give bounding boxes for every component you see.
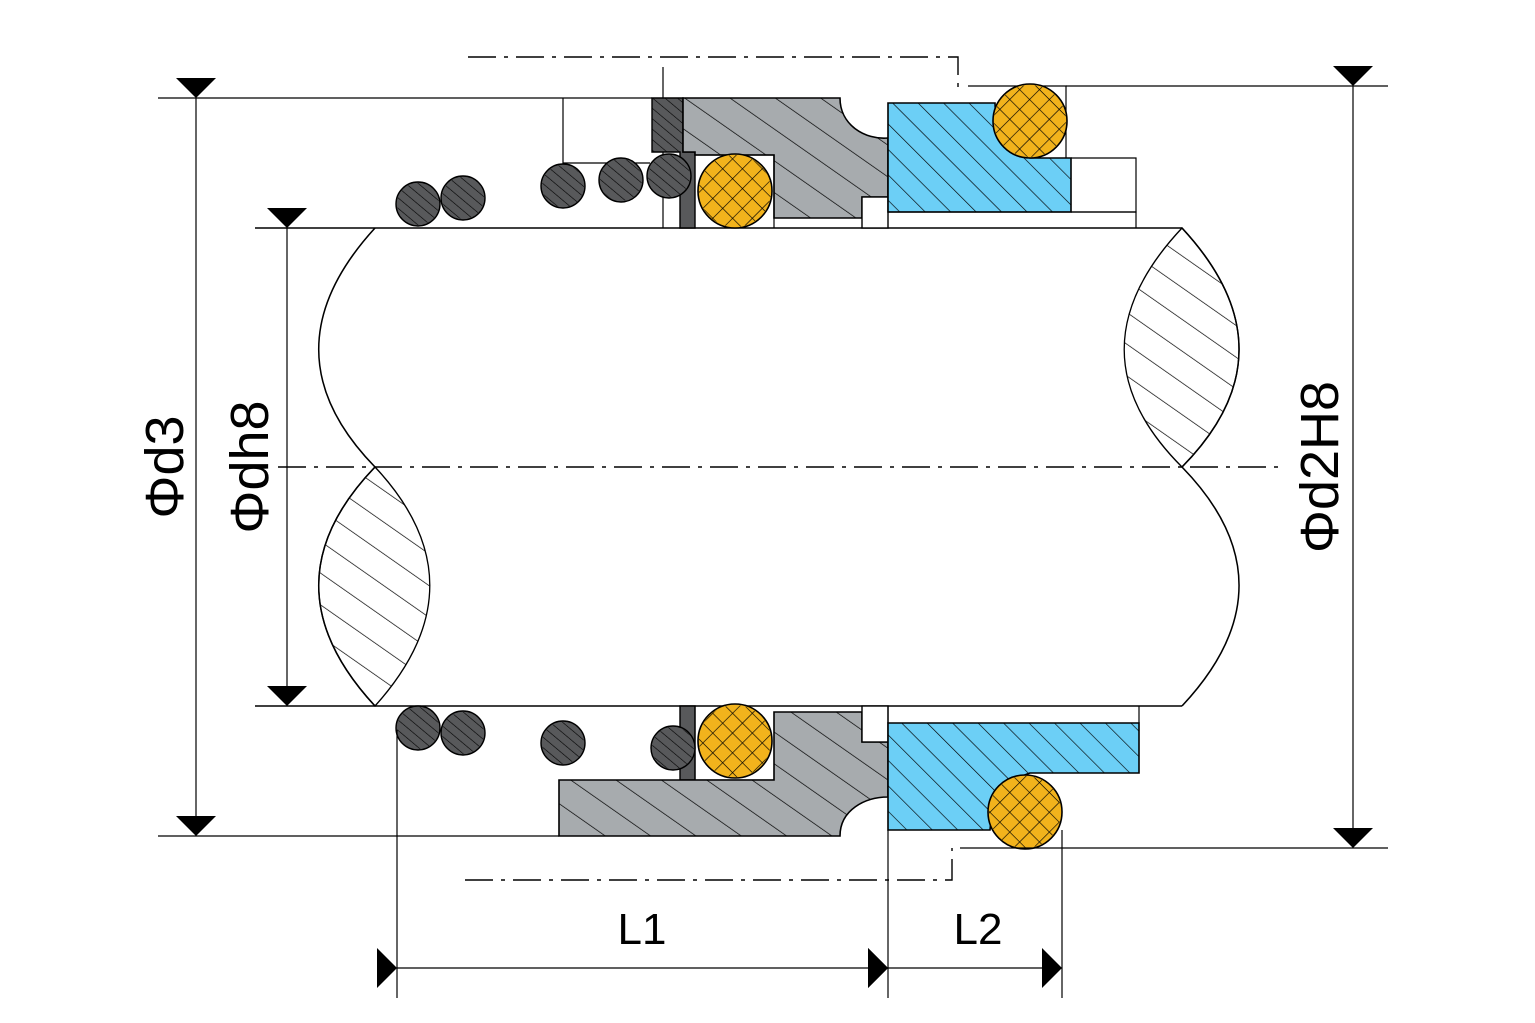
dimensions: Φd3 Φdh8 Φd2H8 L1 L2 (135, 66, 1388, 998)
dh8-label: Φdh8 (220, 400, 280, 533)
l2-label: L2 (954, 905, 1003, 954)
top-assembly (395, 56, 1137, 229)
spring-coils (395, 705, 696, 771)
bottom-assembly (395, 703, 1140, 881)
d3-label: Φd3 (135, 415, 195, 518)
shaft (255, 226, 1240, 708)
d2h8-label: Φd2H8 (1290, 381, 1350, 553)
l1-label: L1 (618, 905, 667, 954)
spring-coils (395, 153, 692, 227)
